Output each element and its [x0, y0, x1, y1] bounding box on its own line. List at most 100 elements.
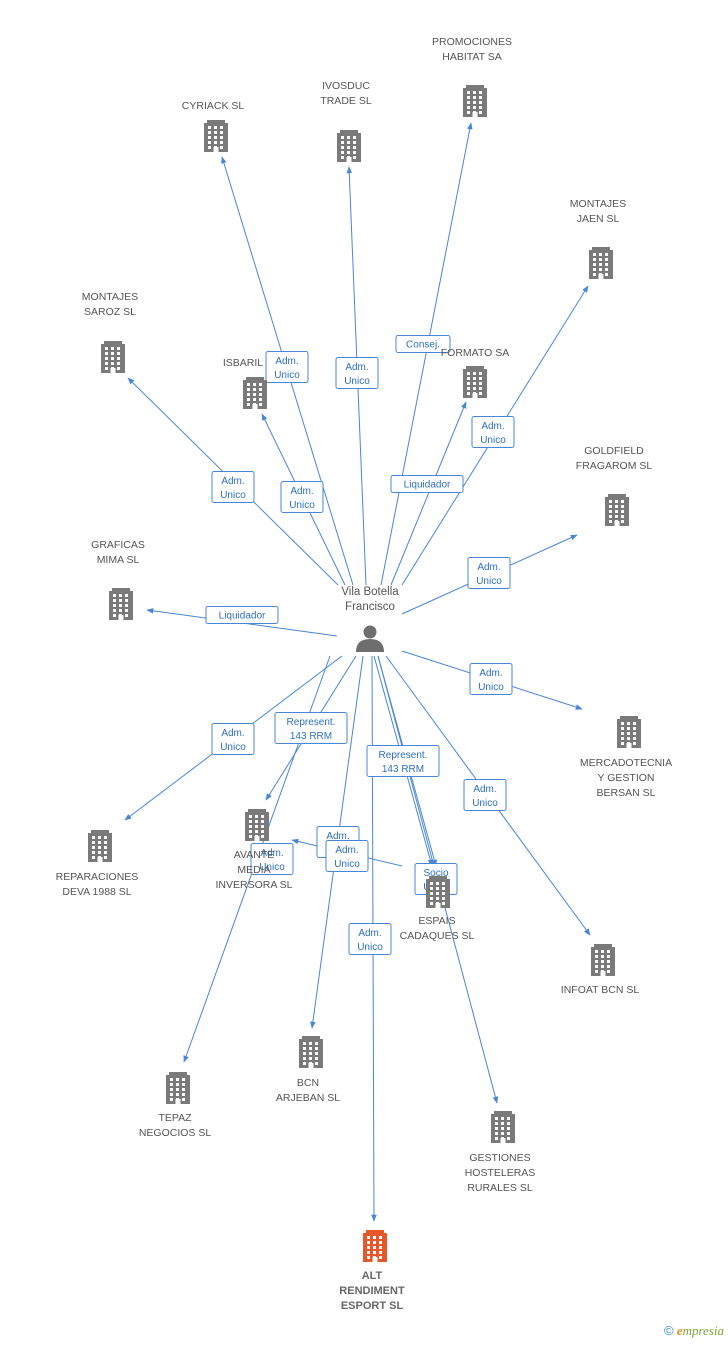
- role-badge[interactable]: Adm.Unico: [265, 351, 309, 383]
- role-badge-text: Unico: [274, 370, 300, 381]
- building-icon: [605, 494, 629, 526]
- role-badge-text: Adm.: [477, 562, 500, 573]
- role-badge[interactable]: Adm.Unico: [469, 663, 513, 695]
- company-label-line: HABITAT SA: [442, 51, 502, 63]
- building-icon: [204, 120, 228, 152]
- company-node-cyriack[interactable]: CYRIACK SL: [182, 100, 245, 152]
- copyright-symbol: ©: [663, 1323, 674, 1338]
- role-badge[interactable]: Adm. Unico: [250, 843, 294, 875]
- company-label-line: BCN: [297, 1077, 319, 1089]
- company-node-montajes-saroz[interactable]: MONTAJES SAROZ SL: [82, 291, 138, 373]
- role-badge[interactable]: Adm. Unico: [211, 471, 255, 503]
- company-label-line: DEVA 1988 SL: [62, 886, 131, 898]
- building-icon: [363, 1230, 387, 1262]
- company-label-line: TEPAZ: [158, 1112, 192, 1124]
- person-icon: [356, 625, 384, 652]
- role-badge-text: Unico: [220, 490, 246, 501]
- company-label-line: FRAGAROM SL: [576, 460, 653, 472]
- company-node-graficas[interactable]: GRAFICAS MIMA SL: [91, 539, 145, 620]
- role-badge-text: Adm.: [221, 476, 244, 487]
- role-badge[interactable]: Adm.Unico: [348, 923, 392, 955]
- role-badge[interactable]: Liquidador: [205, 606, 279, 624]
- company-label-line: CYRIACK SL: [182, 100, 245, 112]
- role-badge[interactable]: Adm.Unico: [211, 723, 255, 755]
- role-badge[interactable]: Adm.Unico: [280, 481, 324, 513]
- role-badge-text: Unico: [334, 859, 360, 870]
- role-badge[interactable]: Represent.143 RRM: [274, 712, 348, 744]
- company-label-line: MERCADOTECNIA: [580, 757, 672, 769]
- building-icon: [591, 944, 615, 976]
- role-badge-text: Adm.: [481, 421, 504, 432]
- role-badge[interactable]: Adm.Unico: [335, 357, 379, 389]
- role-badge[interactable]: Liquidador: [390, 475, 464, 493]
- role-badge[interactable]: Adm.Unico: [471, 416, 515, 448]
- company-label-line: TRADE SL: [320, 95, 372, 107]
- company-label-line: RENDIMENT: [339, 1285, 405, 1297]
- company-node-promociones[interactable]: PROMOCIONES HABITAT SA: [432, 36, 512, 117]
- company-label-line: INFOAT BCN SL: [561, 984, 640, 996]
- center-person[interactable]: Vila Botella Francisco: [341, 586, 399, 652]
- role-badge-text: Unico: [344, 376, 370, 387]
- company-label-line: GOLDFIELD: [584, 445, 644, 457]
- role-badge-text: 143 RRM: [290, 731, 332, 742]
- building-icon: [109, 588, 133, 620]
- role-badge[interactable]: Consej.: [395, 335, 451, 353]
- company-label-line: ARJEBAN SL: [276, 1092, 340, 1104]
- role-badge-text: Adm.: [221, 728, 244, 739]
- role-badge-text: Adm.: [479, 668, 502, 679]
- company-label-line: AVANTE: [234, 849, 274, 861]
- building-icon: [101, 341, 125, 373]
- role-badge-text: Adm.: [260, 848, 283, 859]
- role-badge[interactable]: Adm.Unico: [467, 557, 511, 589]
- building-icon: [299, 1036, 323, 1068]
- role-badge-text: Liquidador: [219, 611, 266, 622]
- company-label-line: MIMA SL: [97, 554, 140, 566]
- company-label-line: FORMATO SA: [441, 347, 509, 359]
- company-label-line: MONTAJES: [82, 291, 138, 303]
- center-name-line-1: Vila Botella: [341, 586, 399, 598]
- company-label-line: CADAQUES SL: [400, 930, 475, 942]
- building-icon: [245, 809, 269, 841]
- company-label-line: ESPORT SL: [341, 1300, 404, 1312]
- company-label-line: GRAFICAS: [91, 539, 145, 551]
- company-label-line: GESTIONES: [469, 1152, 530, 1164]
- role-badge-text: Unico: [259, 862, 285, 873]
- building-icon: [337, 130, 361, 162]
- role-badge[interactable]: Represent. 143 RRM: [366, 745, 440, 777]
- company-node-isbaril[interactable]: ISBARIL: [223, 357, 267, 409]
- role-badge-text: 143 RRM: [382, 764, 424, 775]
- edge-to-formato: [390, 401, 467, 586]
- company-label-line: ALT: [362, 1270, 383, 1282]
- company-label-line: INVERSORA SL: [215, 879, 292, 891]
- role-badge[interactable]: Adm.Unico: [463, 779, 507, 811]
- company-label-line: RURALES SL: [467, 1182, 533, 1194]
- role-badge-text: Unico: [472, 798, 498, 809]
- role-badge-text: Adm.: [326, 831, 349, 842]
- company-node-espais[interactable]: ESPAIS CADAQUES SL: [400, 876, 475, 942]
- company-label-line: PROMOCIONES: [432, 36, 512, 48]
- role-badge-text: Represent.: [379, 750, 428, 761]
- brand-name: mpresia: [682, 1323, 724, 1338]
- role-badge[interactable]: Adm. Unico: [325, 840, 369, 872]
- company-node-bcn-arjeban[interactable]: BCN ARJEBAN SL: [276, 1036, 340, 1104]
- company-label-line: SAROZ SL: [84, 306, 136, 318]
- building-icon: [463, 85, 487, 117]
- role-badge-text: Unico: [289, 500, 315, 511]
- role-badge-text: Adm.: [335, 845, 358, 856]
- company-node-formato[interactable]: FORMATO SA: [441, 347, 509, 398]
- company-label-line: ESPAIS: [418, 915, 455, 927]
- company-node-alt-rendiment[interactable]: ALT RENDIMENT ESPORT SL: [339, 1230, 405, 1312]
- edge-to-promociones: [380, 122, 473, 586]
- brand-footer: © empresia: [664, 1323, 724, 1339]
- company-node-goldfield[interactable]: GOLDFIELD FRAGAROM SL: [576, 445, 653, 526]
- company-node-infoat[interactable]: INFOAT BCN SL: [561, 944, 640, 996]
